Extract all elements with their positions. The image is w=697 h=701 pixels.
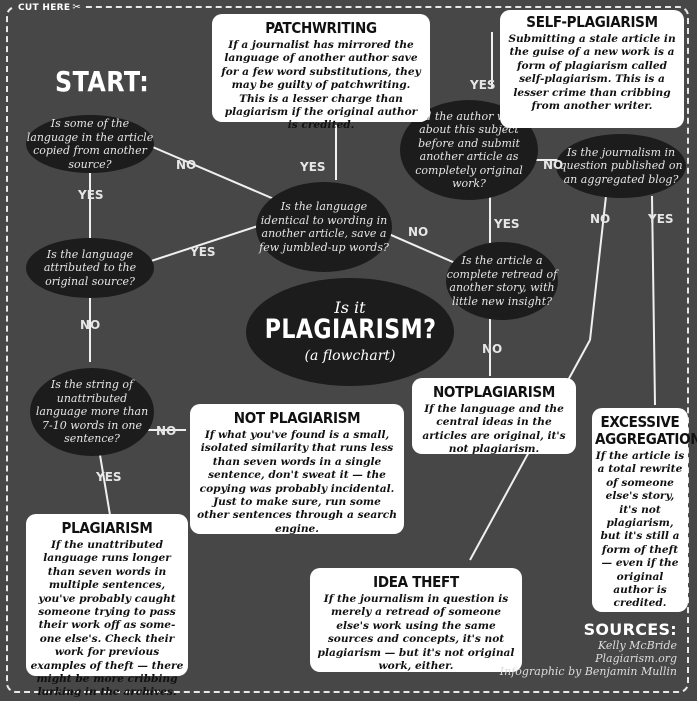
label-yes: YES <box>648 212 674 226</box>
question-words-text: Is the string of unattributed language m… <box>35 378 149 446</box>
patchwriting-text: If a journalist has mirrored the languag… <box>221 39 421 132</box>
question-words-oval: Is the string of unattributed language m… <box>30 368 154 456</box>
patchwriting-box: PATCHWRITING If a journalist has mirrore… <box>212 14 430 131</box>
idea-theft-text: If the journalism in question is merely … <box>317 593 515 673</box>
excessive-aggregation-text: If the article is a total rewrite of som… <box>595 450 685 610</box>
start-label: START: <box>55 65 150 98</box>
title-oval: Is it PLAGIARISM? (a flowchart) <box>246 278 454 386</box>
question-retread-oval: Is the article a complete retread of ano… <box>446 242 558 320</box>
sources-block: SOURCES: Kelly McBride Plagiarism.org In… <box>500 620 677 678</box>
question-author-text: Did the author write about this subject … <box>411 109 527 191</box>
source-item: Kelly McBride <box>597 639 677 652</box>
label-yes: YES <box>300 160 326 174</box>
label-no: NO <box>482 342 503 356</box>
question-attributed-text: Is the language attributed to the origin… <box>43 247 137 288</box>
excessive-aggregation-title-1: EXCESSIVE <box>600 413 680 431</box>
label-no: NO <box>176 158 197 172</box>
question-aggregated-oval: Is the journalism in question published … <box>556 134 686 198</box>
title-line-3: (a flowchart) <box>304 348 396 364</box>
label-no: NO <box>408 225 429 239</box>
cut-here-label: CUT HERE✂ <box>14 2 86 13</box>
self-plagiarism-text: Submitting a stale article in the guise … <box>508 33 676 113</box>
label-yes: YES <box>494 217 520 231</box>
title-line-2: PLAGIARISM? <box>264 314 437 345</box>
not-plagiarism-original-title: NOTPLAGIARISM <box>432 383 556 401</box>
idea-theft-box: IDEA THEFT If the journalism in question… <box>310 568 522 672</box>
title-line-1: Is it <box>334 298 366 317</box>
not-plagiarism-original-text: If the language and the central ideas in… <box>422 403 566 456</box>
question-aggregated-text: Is the journalism in question published … <box>559 145 683 186</box>
dashed-cut-border <box>6 6 689 693</box>
label-no: NO <box>543 158 564 172</box>
question-attributed-oval: Is the language attributed to the origin… <box>26 238 154 298</box>
label-yes: YES <box>96 470 122 484</box>
label-yes: YES <box>78 188 104 202</box>
not-plagiarism-small-title: NOT PLAGIARISM <box>233 409 361 427</box>
label-yes: YES <box>470 78 496 92</box>
source-item: Plagiarism.org <box>595 652 677 665</box>
plagiarism-box: PLAGIARISM If the unattributed language … <box>26 514 188 698</box>
patchwriting-title: PATCHWRITING <box>265 19 377 37</box>
question-retread-text: Is the article a complete retread of ano… <box>446 254 558 308</box>
question-identical-text: Is the language identical to wording in … <box>259 200 389 254</box>
sources-heading: SOURCES: <box>583 620 677 639</box>
question-identical-oval: Is the language identical to wording in … <box>256 182 392 272</box>
not-plagiarism-small-text: If what you've found is a small, isolate… <box>197 429 397 535</box>
question-copied-text: Is some of the language in the article c… <box>26 117 154 171</box>
label-yes: YES <box>190 245 216 259</box>
idea-theft-title: IDEA THEFT <box>373 573 459 591</box>
question-copied-oval: Is some of the language in the article c… <box>26 115 154 173</box>
label-no: NO <box>590 212 611 226</box>
plagiarism-text: If the unattributed language runs longer… <box>30 539 184 699</box>
excessive-aggregation-title-2: AGGREGATION <box>595 430 697 448</box>
self-plagiarism-box: SELF-PLAGIARISM Submitting a stale artic… <box>500 10 684 128</box>
scissors-icon: ✂ <box>72 2 82 13</box>
label-no: NO <box>80 318 101 332</box>
not-plagiarism-small-box: NOT PLAGIARISM If what you've found is a… <box>190 404 404 535</box>
excessive-aggregation-box: EXCESSIVE AGGREGATION If the article is … <box>592 408 697 612</box>
plagiarism-title: PLAGIARISM <box>61 519 153 537</box>
label-no: NO <box>156 424 177 438</box>
not-plagiarism-original-box: NOTPLAGIARISM If the language and the ce… <box>412 378 576 456</box>
source-item: Infographic by Benjamin Mullin <box>499 665 677 678</box>
self-plagiarism-title: SELF-PLAGIARISM <box>526 13 658 31</box>
